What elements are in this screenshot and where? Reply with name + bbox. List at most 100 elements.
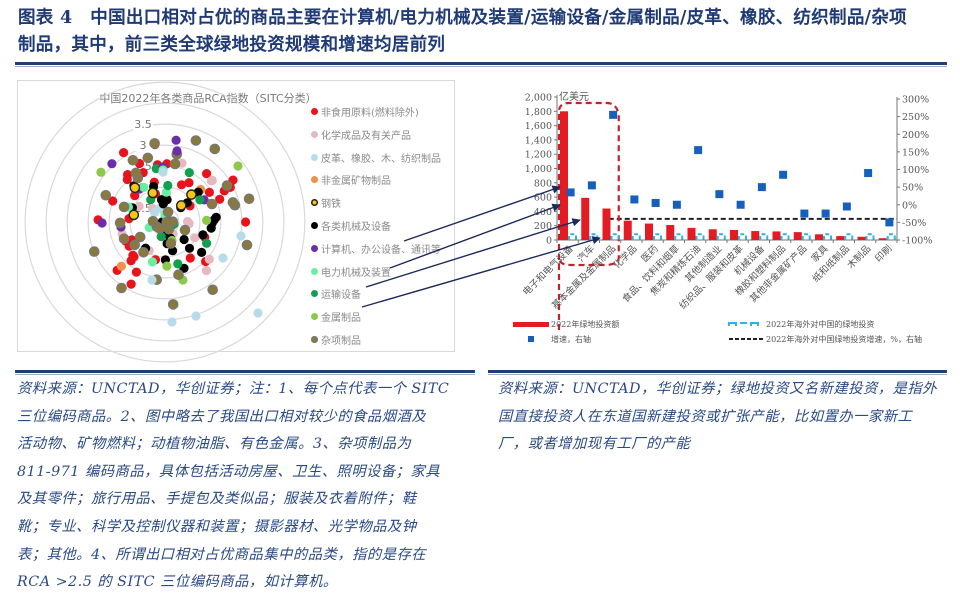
legend-item: 运输设备 — [311, 286, 361, 301]
china-investment-bar — [674, 233, 684, 240]
investment-bar — [815, 234, 823, 240]
investment-bar — [836, 236, 845, 240]
legend-item: 钢铁 — [311, 195, 341, 210]
growth-marker — [821, 209, 830, 218]
legend-dot-icon — [311, 267, 318, 275]
legend-label: 电力机械及装置 — [321, 267, 391, 279]
legend-label: 运输设备 — [321, 290, 361, 302]
china-investment-bar — [738, 233, 747, 240]
legend-item: 非食用原料(燃料除外) — [311, 104, 419, 119]
legend-cyan-label: 2022年海外对中国的绿地投资 — [766, 319, 874, 329]
growth-marker — [864, 169, 873, 178]
left-axis-tick: 600 — [534, 193, 552, 204]
right-axis-tick: 50% — [902, 183, 923, 194]
growth-marker — [630, 195, 639, 204]
unit-label: 亿美元 — [559, 90, 589, 103]
left-axis-tick: 1,600 — [525, 121, 552, 132]
legend-label: 皮革、橡胶、木、纺织制品 — [321, 153, 441, 165]
figure-title-line1: 图表 4 中国出口相对占优的商品主要在计算机/电力机械及装置/运输设备/金属制品… — [18, 8, 907, 28]
legend-dot-icon — [311, 290, 318, 298]
legend-item: 皮革、橡胶、木、纺织制品 — [311, 150, 441, 165]
right-axis-tick: 150% — [902, 147, 929, 158]
category-label: 橡胶和塑料制品 — [733, 243, 789, 299]
growth-marker — [715, 190, 724, 199]
china-investment-bar — [631, 233, 641, 240]
growth-marker — [842, 202, 851, 211]
legend-dot-icon — [311, 153, 318, 161]
legend-square-swatch — [528, 336, 534, 342]
right-source-note: 资料来源：UNCTAD，华创证券；绿地投资又名新建投资，是指外国直接投资人在东道… — [498, 376, 953, 459]
china-investment-bar — [823, 233, 832, 240]
china-investment-bar — [780, 233, 790, 240]
legend-label: 金属制品 — [321, 313, 361, 325]
legend-bar-swatch — [513, 322, 549, 327]
legend-label: 非食用原料(燃料除外) — [321, 108, 419, 119]
top-three-highlight — [557, 101, 620, 330]
legend-dot-icon — [311, 199, 318, 207]
right-axis-tick: 300% — [902, 95, 929, 106]
category-label: 印刷 — [873, 243, 895, 265]
legend-cyan-swatch — [728, 322, 759, 326]
note-line: 活动物、矿物燃料；动植物油脂、有色金属。3、杂项制品为 — [17, 436, 412, 453]
category-label: 电子和电气设备 — [520, 242, 576, 298]
right-axis-tick: -100% — [902, 236, 932, 247]
growth-marker — [672, 200, 681, 209]
legend-label: 杂项制品 — [321, 336, 361, 347]
left-axis-tick: 1,200 — [525, 150, 552, 161]
right-axis-tick: 0% — [902, 200, 917, 211]
investment-bar — [708, 229, 717, 240]
category-label: 木制品 — [845, 243, 874, 272]
right-axis-tick: -50% — [902, 218, 926, 229]
legend-dot-icon — [311, 108, 318, 115]
category-label: 纺织品、服装和皮革 — [677, 242, 746, 311]
left-axis-tick: 0 — [546, 236, 552, 247]
left-axis-tick: 1,000 — [525, 164, 552, 175]
right-axis-tick: 250% — [902, 112, 929, 123]
investment-bar — [730, 229, 738, 240]
legend-bar-label: 2022年绿地投资额 — [551, 319, 619, 329]
legend-dot-icon — [311, 130, 318, 138]
legend-square-label: 增速，右轴 — [551, 334, 591, 344]
category-label: 汽车 — [575, 243, 597, 265]
china-investment-bar — [610, 233, 620, 240]
left-axis-tick: 2,000 — [525, 93, 552, 104]
left-axis-tick: 400 — [534, 207, 552, 218]
left-chart-frame — [17, 80, 455, 352]
legend-item: 金属制品 — [311, 309, 361, 324]
note-line: 811-971 编码商品，具体包括活动房屋、卫生、照明设备；家具 — [17, 463, 441, 480]
category-label: 家具 — [809, 242, 831, 264]
china-investment-bar — [568, 233, 577, 240]
category-label: 食品、饮料和烟草 — [620, 243, 682, 305]
growth-marker — [800, 209, 809, 218]
legend-dot-icon — [311, 176, 318, 184]
growth-marker — [885, 218, 894, 227]
investment-bar — [772, 231, 781, 240]
note-line: 资料来源：UNCTAD，华创证券；注：1、每个点代表一个 SITC — [17, 381, 450, 397]
category-label: 医药 — [640, 243, 661, 264]
figure-title: 图表 4 中国出口相对占优的商品主要在计算机/电力机械及装置/运输设备/金属制品… — [18, 5, 948, 59]
investment-bar — [645, 223, 653, 240]
legend-label: 非金属矿物制品 — [321, 176, 391, 188]
investment-bar — [666, 224, 675, 240]
investment-bar — [623, 220, 632, 240]
legend-dot-icon — [311, 222, 318, 229]
investment-bar — [581, 197, 590, 240]
legend-dot-icon — [311, 244, 318, 252]
legend-item: 杂项制品 — [311, 332, 361, 347]
category-label: 焦炭和精炼石油 — [648, 243, 704, 299]
left-axis-tick: 200 — [534, 221, 552, 232]
legend-item: 各类机械及设备 — [311, 218, 391, 233]
legend-label: 钢铁 — [321, 199, 341, 211]
legend-label: 各类机械及设备 — [321, 222, 391, 233]
china-investment-bar — [695, 233, 705, 240]
china-investment-bar — [844, 233, 854, 240]
growth-marker — [566, 188, 575, 197]
investment-bar — [793, 232, 802, 240]
china-investment-bar — [653, 233, 662, 240]
growth-marker — [736, 200, 745, 209]
legend-dot-icon — [311, 336, 318, 343]
investment-bar — [602, 208, 611, 240]
investment-bar — [857, 236, 866, 240]
note-line: 及其零件；旅行用品、手提包及类似品；服装及衣着附件；鞋 — [17, 491, 417, 508]
legend-item: 非金属矿物制品 — [311, 172, 391, 187]
